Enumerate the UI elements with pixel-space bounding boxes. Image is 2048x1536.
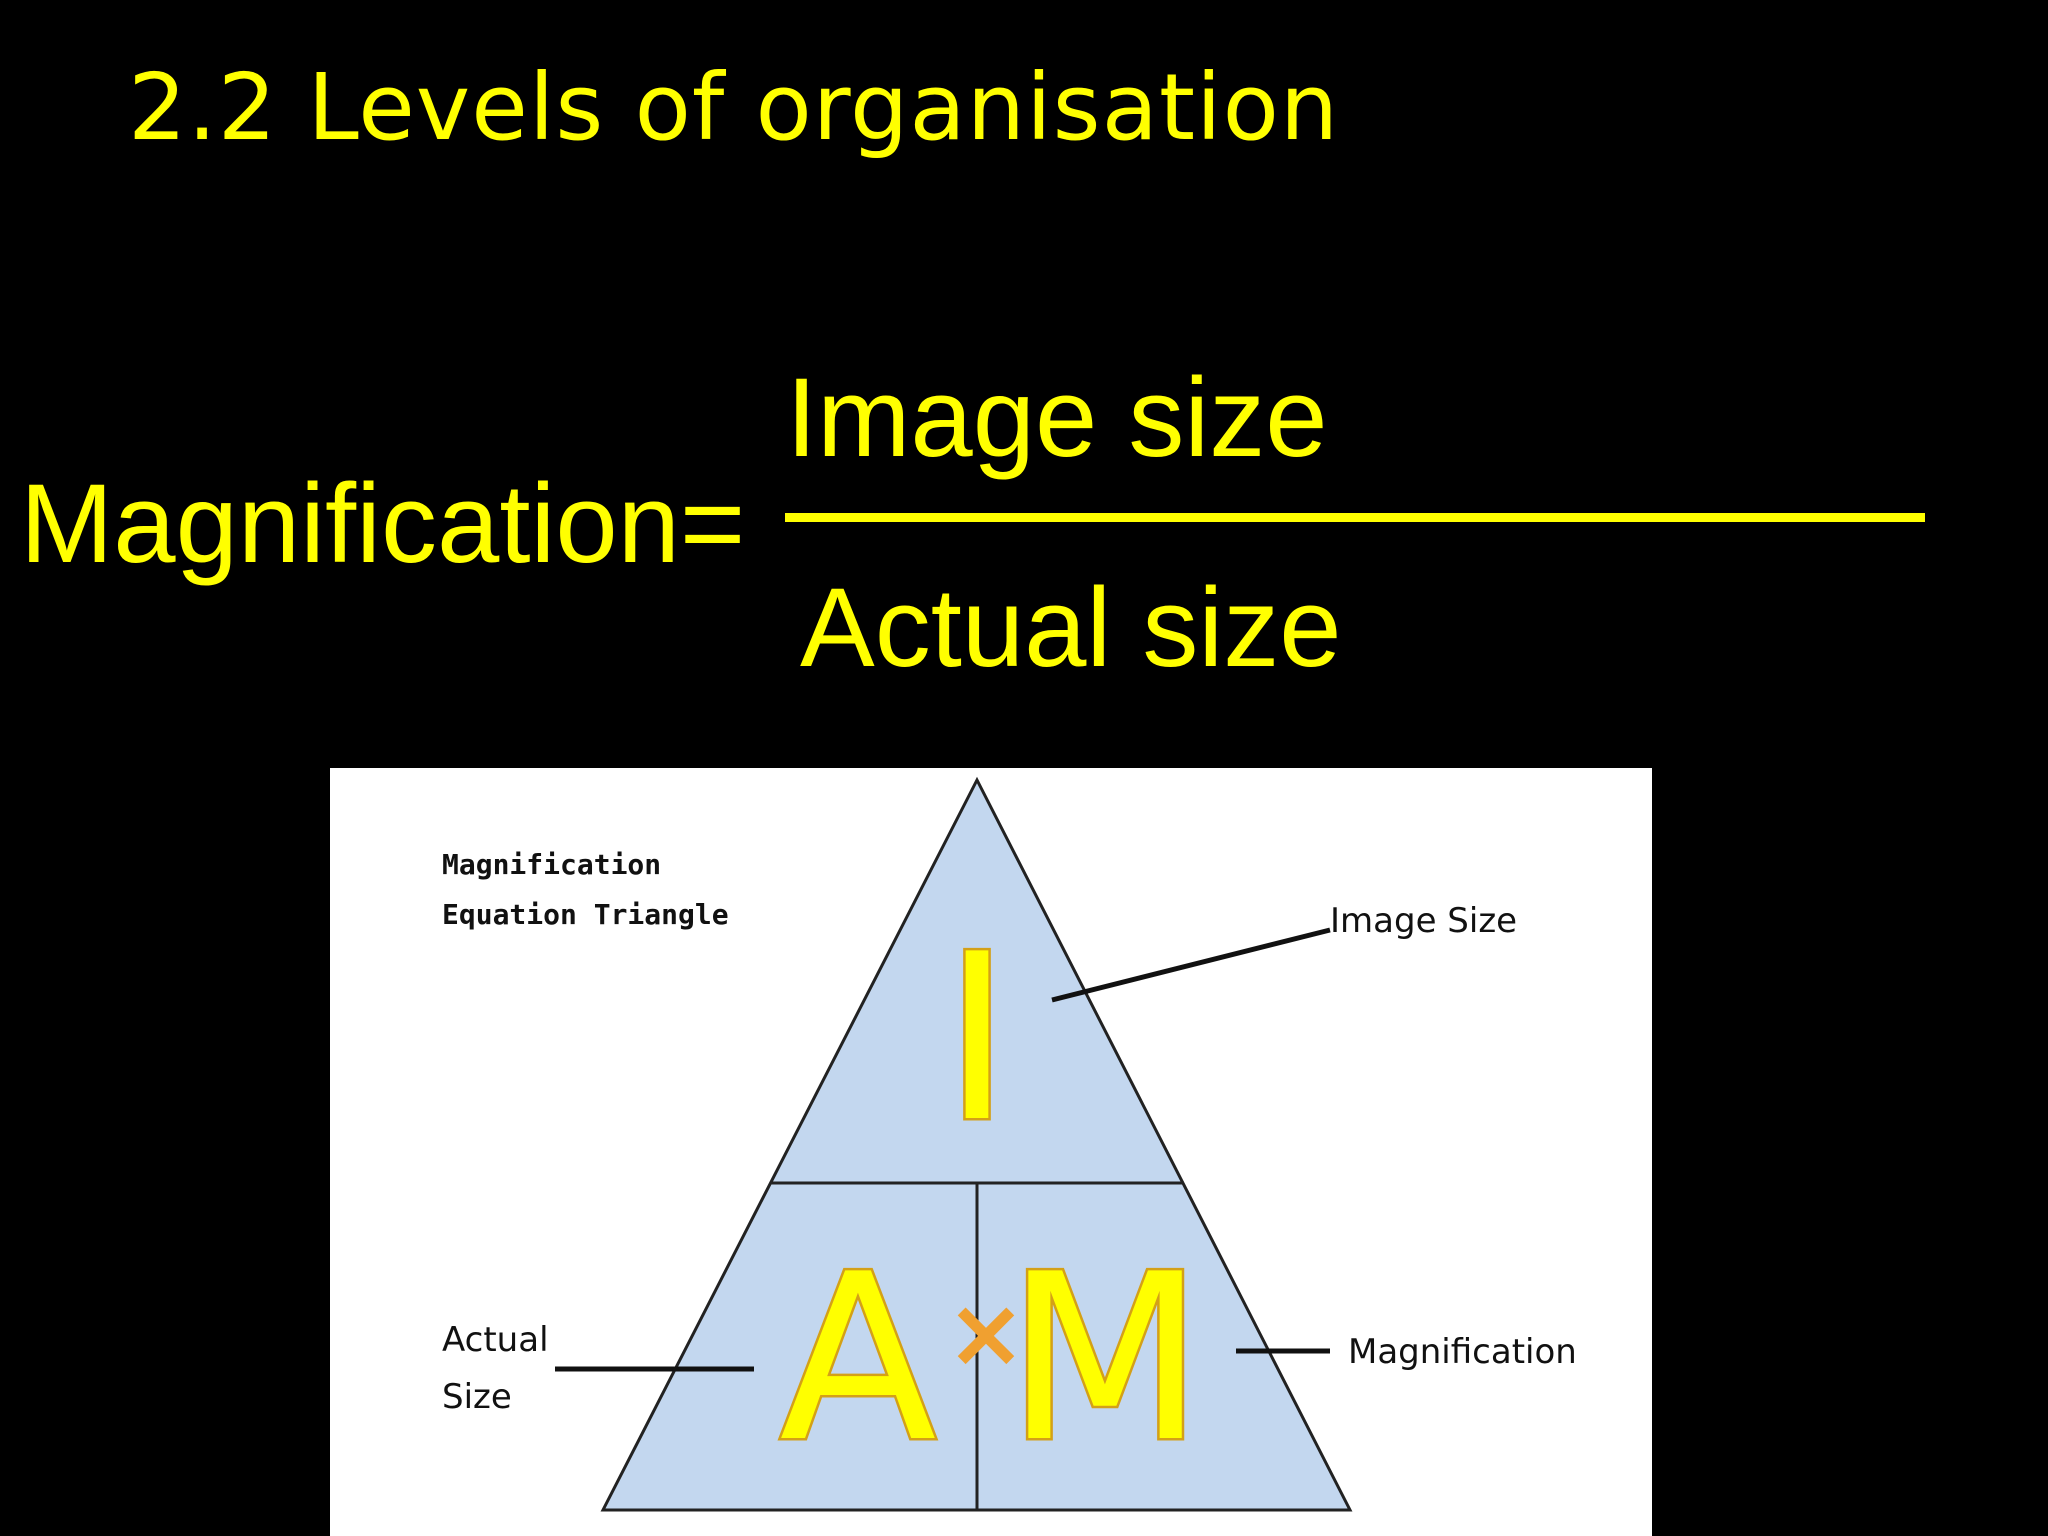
- formula-denominator: Actual size: [800, 565, 1342, 690]
- label-actual-line2: Size: [442, 1377, 512, 1417]
- multiply-operator: ×: [946, 1277, 1026, 1389]
- label-actual-line1: Actual: [442, 1320, 549, 1360]
- leader-image-size: [1051, 927, 1331, 1003]
- letter-a: A: [779, 1226, 936, 1493]
- magnification-triangle-diagram: Magnification Equation Triangle I A M × …: [330, 768, 1652, 1536]
- triangle-svg: Magnification Equation Triangle I A M × …: [442, 776, 1577, 1512]
- label-magnification: Magnification: [1348, 1332, 1577, 1372]
- diagram-caption-line2: Equation Triangle: [442, 898, 729, 931]
- slide-title: 2.2 Levels of organisation: [128, 54, 1340, 161]
- letter-m: M: [1006, 1226, 1204, 1493]
- label-image-size: Image Size: [1330, 901, 1517, 941]
- fraction-bar: [785, 513, 1925, 522]
- letter-i: I: [943, 906, 1011, 1173]
- formula-numerator: Image size: [786, 355, 1328, 480]
- formula-lhs: Magnification=: [20, 461, 746, 586]
- diagram-caption-line1: Magnification: [442, 848, 661, 881]
